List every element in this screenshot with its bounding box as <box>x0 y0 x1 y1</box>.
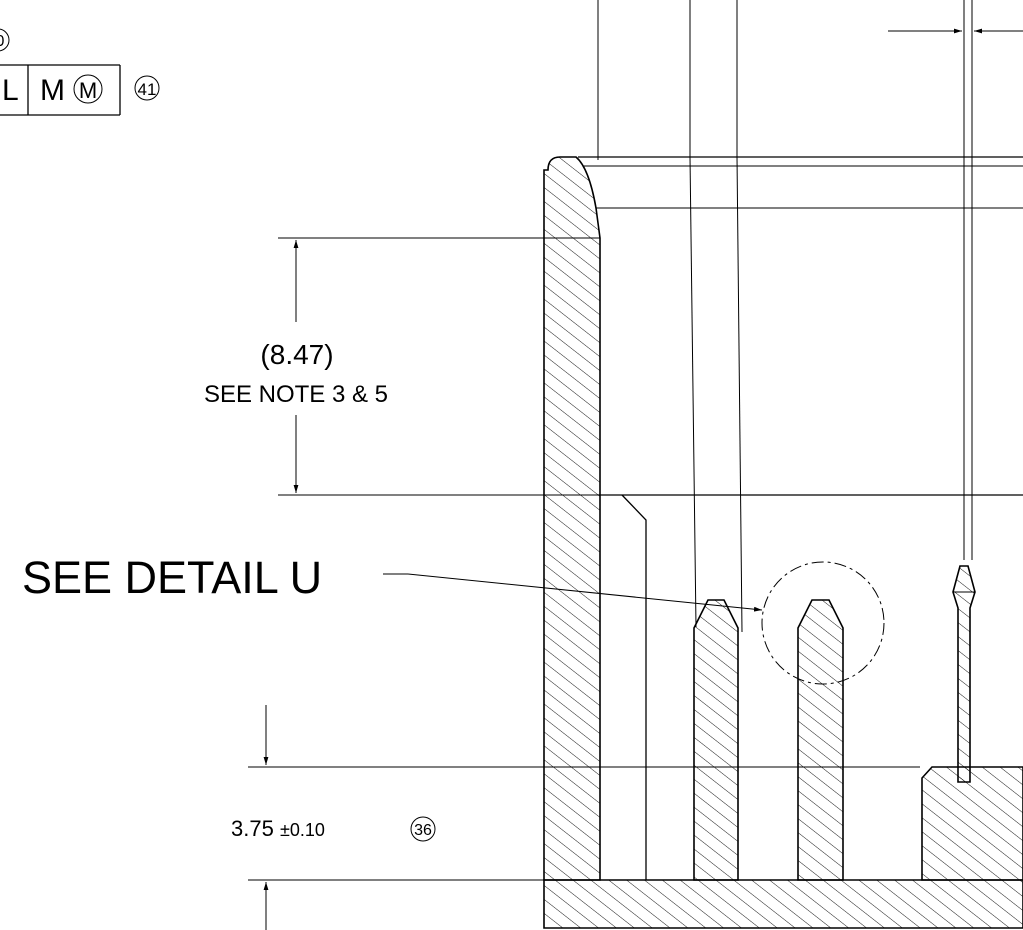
dimension-upper-value: (8.47) <box>260 339 333 370</box>
top-note-ref: 0 <box>0 33 5 50</box>
detail-callout-label: SEE DETAIL U <box>22 552 322 603</box>
fcf-cell-letter: L <box>2 74 19 107</box>
fcf-note-ref: 41 <box>138 80 157 99</box>
right-block-section <box>921 766 1023 881</box>
top-note-ref-circle-icon <box>0 28 10 52</box>
note-ref-circle-icon <box>134 75 160 101</box>
fcf-modifier-letter: M <box>40 74 65 107</box>
part-sections <box>543 156 1023 929</box>
thin-pin-section <box>952 565 976 783</box>
mmc-circle-icon <box>73 74 103 104</box>
dimension-upper <box>278 237 600 496</box>
pin-2-section <box>797 599 844 881</box>
pin-1-section <box>693 599 739 881</box>
base-section <box>543 879 1023 929</box>
feature-control-frame: L M M 41 0 <box>0 28 160 116</box>
part-structure-lines <box>578 156 1023 880</box>
fcf-modifier-circled: M <box>79 78 97 103</box>
dimension-upper-note: SEE NOTE 3 & 5 <box>204 381 388 408</box>
left-wall-section <box>543 156 601 881</box>
detail-u-circle <box>761 561 885 685</box>
dimension-lower-ref-circle-icon <box>410 816 436 842</box>
dimension-lower-note-ref: 36 <box>414 822 432 839</box>
dimension-lower <box>248 705 920 930</box>
projection-lines <box>597 0 973 560</box>
detail-callout-leader <box>383 573 763 612</box>
dimension-lower-value: 3.75 ±0.10 <box>231 816 325 841</box>
